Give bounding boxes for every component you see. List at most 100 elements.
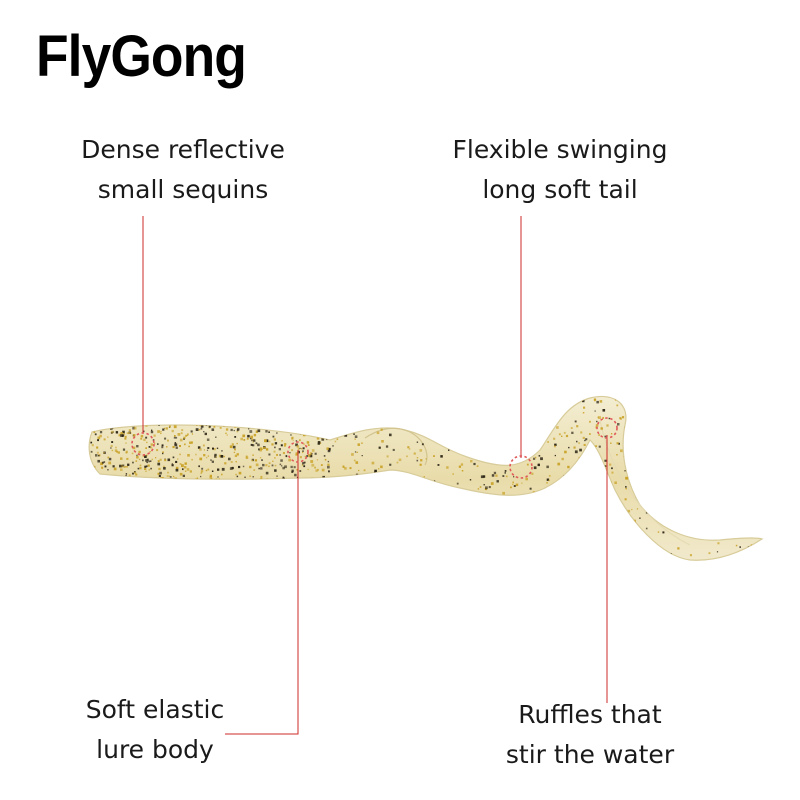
glitter-flake [303, 461, 306, 464]
glitter-flake [570, 477, 573, 481]
glitter-flake [322, 475, 325, 479]
glitter-flake [140, 437, 143, 440]
glitter-flake [570, 485, 574, 489]
glitter-flake [409, 427, 411, 430]
glitter-flake [412, 477, 415, 479]
glitter-flake [614, 399, 617, 401]
glitter-flake [461, 470, 464, 472]
glitter-flake [105, 479, 107, 481]
glitter-flake [295, 440, 298, 442]
glitter-flake [731, 497, 734, 500]
glitter-flake [207, 455, 210, 457]
glitter-flake [473, 462, 476, 466]
glitter-flake [133, 426, 137, 430]
glitter-flake [126, 432, 129, 435]
glitter-flake [749, 552, 752, 555]
glitter-flake [582, 466, 585, 469]
glitter-flake [242, 465, 245, 468]
glitter-flake [299, 447, 301, 449]
glitter-flake [624, 429, 628, 432]
glitter-flake [585, 484, 588, 487]
glitter-flake [337, 434, 340, 437]
glitter-flake [161, 446, 164, 449]
glitter-flake [150, 467, 152, 470]
glitter-flake [301, 464, 304, 466]
glitter-flake [115, 478, 118, 481]
glitter-flake [602, 409, 606, 412]
glitter-flake [217, 468, 220, 471]
glitter-flake [425, 458, 427, 460]
glitter-flake [372, 490, 375, 493]
glitter-flake [145, 470, 147, 472]
glitter-flake [605, 465, 607, 467]
glitter-flake [583, 406, 586, 409]
glitter-flake [325, 434, 328, 436]
glitter-flake [530, 429, 534, 432]
glitter-flake [175, 460, 178, 463]
glitter-flake [320, 464, 323, 466]
glitter-flake [557, 462, 561, 466]
glitter-flake [491, 474, 495, 477]
glitter-flake [356, 451, 358, 453]
glitter-flake [569, 497, 572, 500]
glitter-flake [583, 443, 586, 446]
glitter-flake [446, 466, 449, 469]
glitter-flake [187, 433, 189, 436]
glitter-flake [739, 529, 741, 532]
glitter-flake [361, 455, 363, 457]
glitter-flake [302, 450, 304, 452]
glitter-flake [249, 475, 251, 477]
glitter-flake [297, 448, 300, 450]
glitter-flake [637, 411, 640, 414]
glitter-flake [657, 531, 660, 533]
glitter-flake [236, 442, 238, 445]
glitter-flake [136, 454, 138, 456]
glitter-flake [680, 494, 682, 497]
glitter-flake [283, 444, 286, 447]
glitter-flake [505, 475, 508, 478]
glitter-flake [304, 455, 306, 458]
glitter-flake [558, 433, 561, 436]
glitter-flake [206, 449, 209, 451]
glitter-flake [182, 474, 185, 477]
glitter-flake [553, 437, 556, 440]
glitter-flake [379, 423, 382, 426]
callout-tail-line1: Flexible swinging [452, 135, 668, 164]
glitter-flake [689, 554, 692, 557]
glitter-flake [667, 488, 670, 491]
glitter-flake [656, 491, 658, 494]
glitter-flake [164, 437, 167, 440]
glitter-flake [596, 468, 599, 471]
glitter-flake [257, 429, 261, 433]
glitter-flake [302, 447, 305, 450]
glitter-flake [306, 455, 309, 457]
glitter-flake [734, 535, 737, 538]
glitter-flake [166, 446, 168, 448]
glitter-flake [248, 428, 250, 430]
glitter-flake [421, 498, 424, 502]
glitter-flake [103, 438, 106, 441]
glitter-flake [672, 526, 674, 528]
glitter-flake [669, 509, 672, 512]
glitter-flake [569, 495, 571, 498]
glitter-flake [416, 459, 419, 462]
glitter-flake [327, 460, 330, 463]
glitter-flake [268, 465, 270, 468]
glitter-flake [173, 436, 176, 439]
glitter-flake [685, 491, 687, 493]
glitter-flake [326, 438, 328, 441]
glitter-flake [230, 428, 233, 432]
glitter-flake [229, 467, 233, 470]
glitter-flake [291, 425, 294, 428]
glitter-flake [479, 486, 482, 488]
glitter-flake [625, 487, 627, 490]
glitter-flake [271, 479, 274, 482]
glitter-flake [296, 469, 298, 471]
glitter-flake [157, 472, 160, 475]
glitter-flake [188, 445, 190, 448]
glitter-flake [464, 445, 467, 448]
glitter-flake [155, 479, 157, 481]
glitter-flake [191, 458, 193, 461]
glitter-flake [268, 440, 271, 443]
glitter-flake [716, 551, 719, 553]
